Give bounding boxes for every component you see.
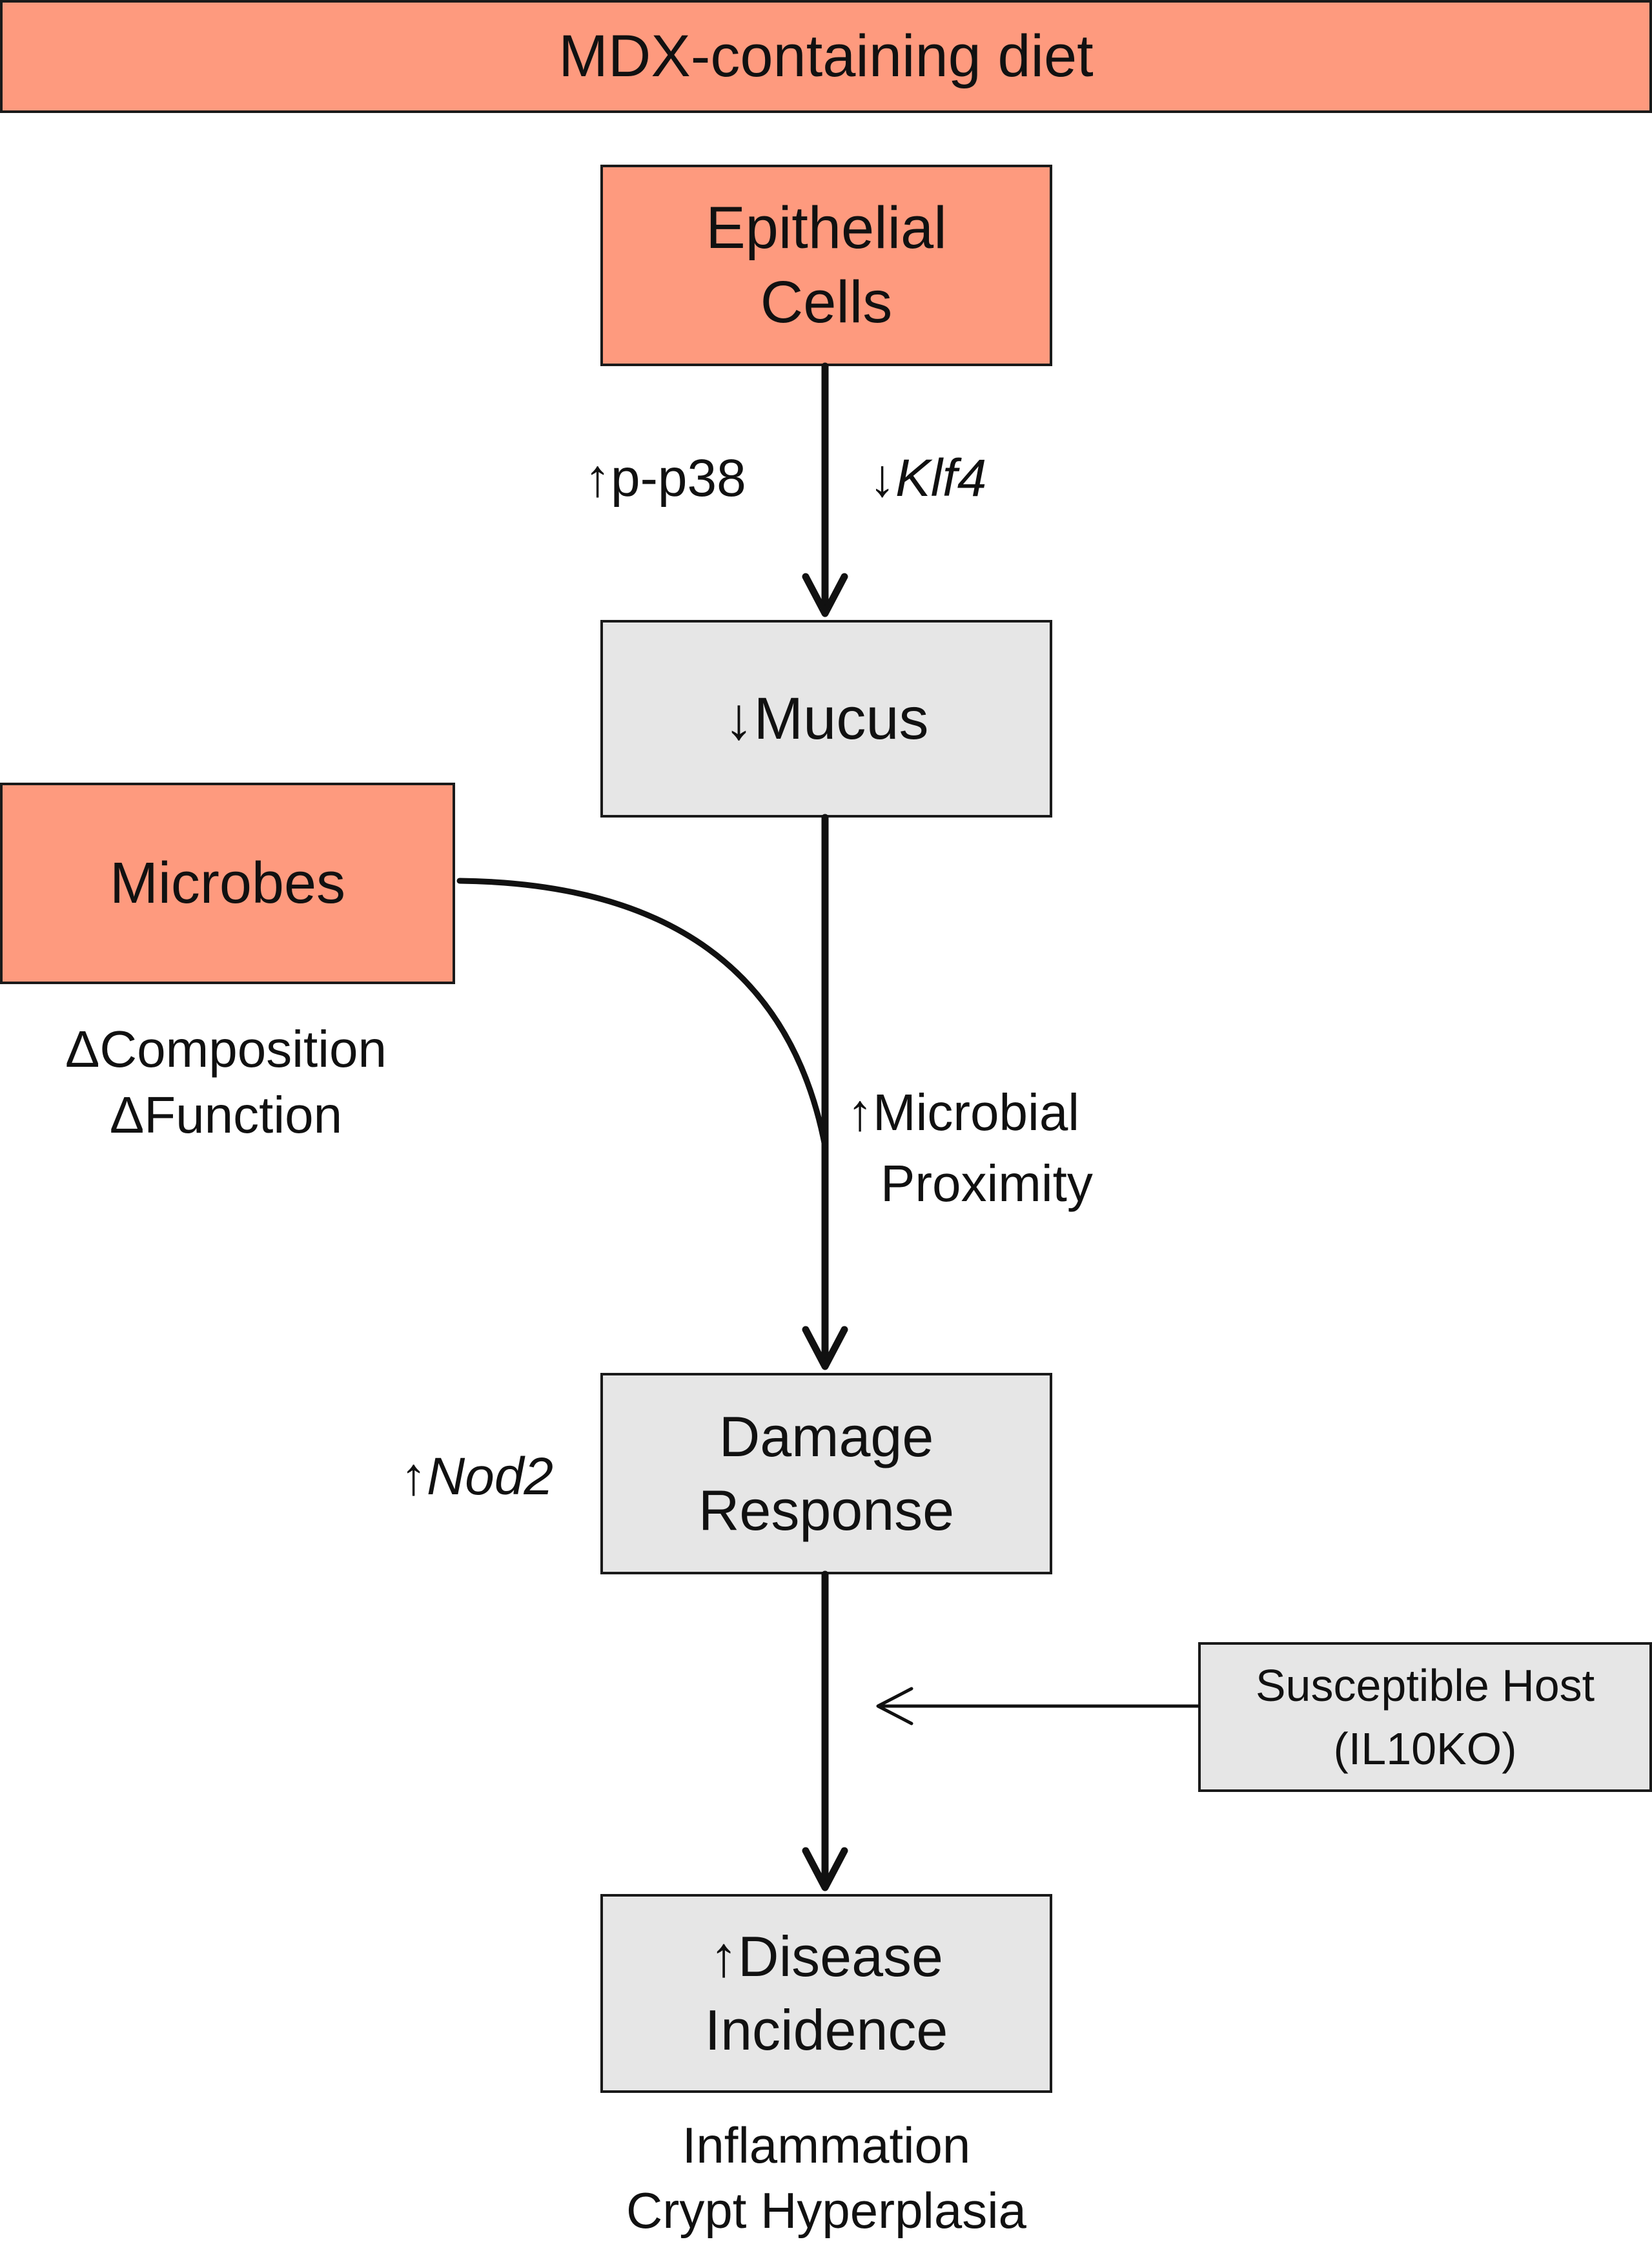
header-box: MDX-containing diet: [0, 0, 1652, 113]
klf4-gene: Klf4: [895, 449, 987, 508]
host-line2: (IL10KO): [1333, 1724, 1517, 1774]
nod2-gene: Nod2: [427, 1447, 554, 1506]
disease-line1: ↑Disease: [709, 1924, 943, 1988]
epithelial-line1: Epithelial: [706, 195, 947, 261]
header-title: MDX-containing diet: [558, 23, 1094, 89]
nod2-arrow: ↑: [400, 1447, 427, 1506]
crypt-text: Crypt Hyperplasia: [626, 2182, 1026, 2239]
damage-response-box: Damage Response: [600, 1373, 1052, 1574]
microbial-text: ↑Microbial: [847, 1084, 1080, 1141]
epithelial-line2: Cells: [760, 269, 893, 335]
host-line1: Susceptible Host: [1255, 1660, 1595, 1711]
proximity-text: Proximity: [881, 1155, 1093, 1213]
klf4-arrow: ↓: [869, 449, 895, 508]
microbes-curve: [456, 878, 828, 1149]
microbes-label: Microbes: [109, 850, 346, 916]
arrowhead-disease: [802, 1847, 848, 1891]
damage-line2: Response: [698, 1478, 955, 1542]
microbes-box: Microbes: [0, 783, 455, 984]
damage-line1: Damage: [719, 1404, 934, 1468]
microbes-composition-label: ΔComposition ΔFunction: [19, 1016, 433, 1149]
mucus-label: ↓Mucus: [724, 685, 929, 752]
susceptible-host-box: Susceptible Host (IL10KO): [1198, 1642, 1652, 1792]
microbial-proximity-label: ↑Microbial Proximity: [847, 1077, 1093, 1220]
function-text: ΔFunction: [109, 1086, 343, 1144]
disease-line2: Incidence: [704, 1998, 948, 2062]
arrowhead-mucus: [802, 573, 848, 617]
inflammation-text: Inflammation: [682, 2117, 971, 2174]
mucus-box: ↓Mucus: [600, 620, 1052, 818]
klf4-label: ↓Klf4: [869, 448, 986, 509]
nod2-label: ↑Nod2: [400, 1446, 553, 1507]
arrowhead-host: [876, 1687, 913, 1725]
arrowhead-damage: [802, 1326, 848, 1370]
disease-outcomes-label: Inflammation Crypt Hyperplasia: [568, 2113, 1085, 2244]
disease-incidence-box: ↑Disease Incidence: [600, 1894, 1052, 2093]
p-p38-label: ↑p-p38: [584, 449, 746, 508]
composition-text: ΔComposition: [65, 1020, 387, 1078]
